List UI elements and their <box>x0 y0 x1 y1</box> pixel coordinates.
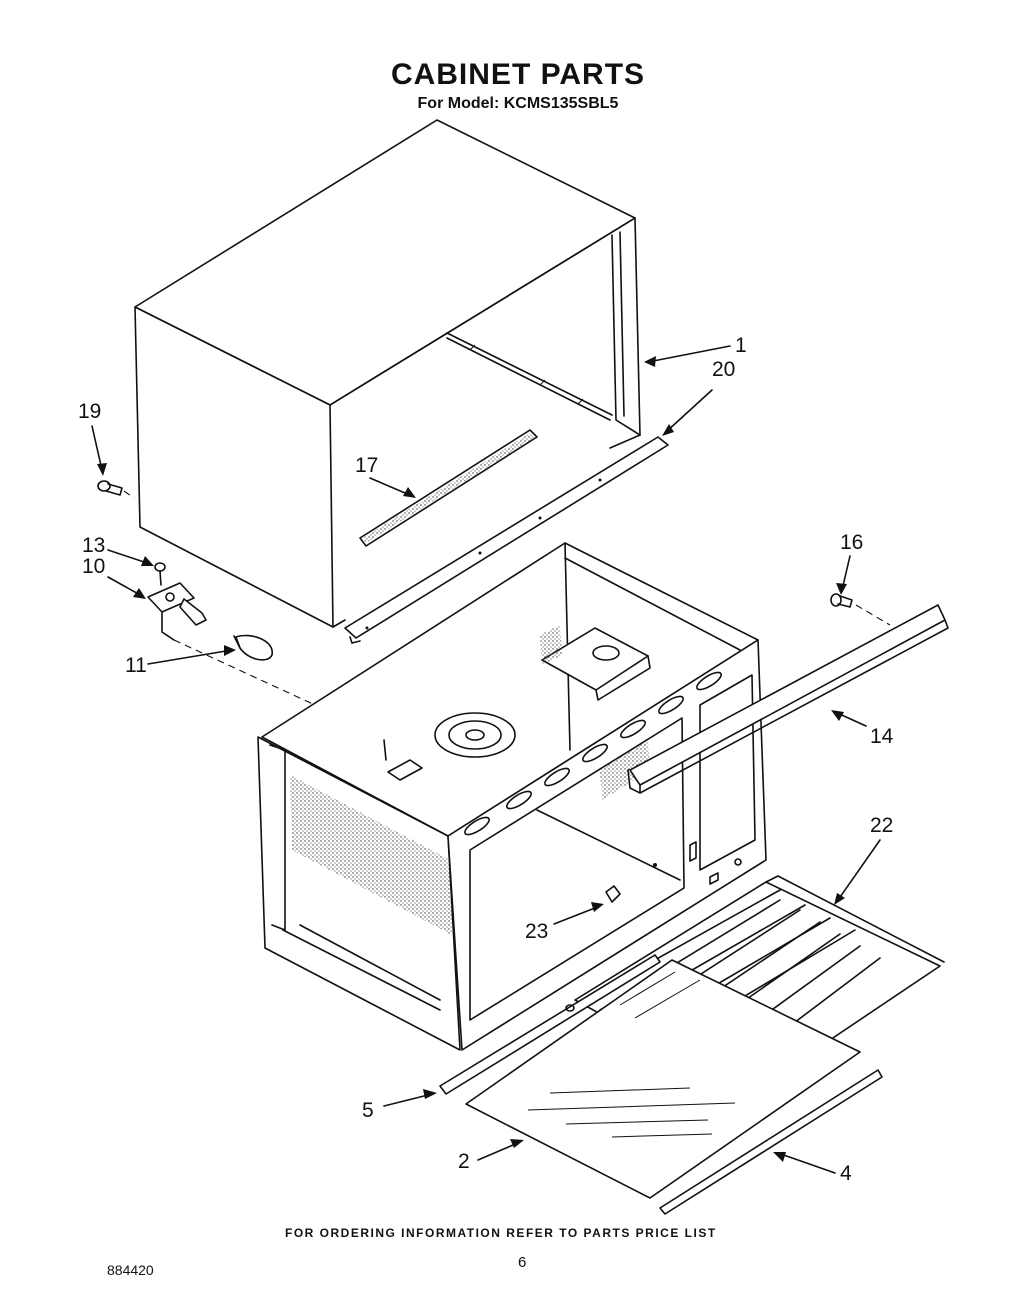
gasket-strip <box>359 429 538 547</box>
page-number: 6 <box>518 1254 527 1271</box>
callout-labels: 1 20 19 17 13 10 16 11 14 22 23 5 2 4 <box>78 334 894 1185</box>
ordering-note: FOR ORDERING INFORMATION REFER TO PARTS … <box>285 1226 717 1240</box>
callout-16: 16 <box>840 531 863 554</box>
callout-17: 17 <box>355 454 378 477</box>
callout-14: 14 <box>870 725 894 748</box>
side-rail <box>627 604 949 794</box>
callout-5: 5 <box>362 1099 374 1122</box>
front-trim-strip <box>344 436 669 644</box>
callout-1: 1 <box>735 334 747 357</box>
glass-panel <box>465 959 861 1199</box>
leader-lines <box>91 345 881 1174</box>
bottom-front-strip <box>659 1069 883 1215</box>
callout-13: 13 <box>82 534 105 557</box>
callout-19: 19 <box>78 400 101 423</box>
callout-23: 23 <box>525 920 548 943</box>
callout-4: 4 <box>840 1162 852 1185</box>
left-strip <box>439 954 661 1095</box>
lamp-assembly <box>147 562 381 736</box>
callout-2: 2 <box>458 1150 470 1173</box>
model-subtitle: For Model: KCMS135SBL5 <box>417 95 619 112</box>
screw-19 <box>97 480 135 499</box>
callout-20: 20 <box>712 358 735 381</box>
document-code: 884420 <box>107 1262 154 1278</box>
callout-10: 10 <box>82 555 105 578</box>
cabinet-wrapper <box>134 119 641 628</box>
page-title: CABINET PARTS <box>390 58 646 91</box>
callout-11: 11 <box>125 654 147 677</box>
callout-22: 22 <box>870 814 893 837</box>
screw-16 <box>830 593 891 626</box>
